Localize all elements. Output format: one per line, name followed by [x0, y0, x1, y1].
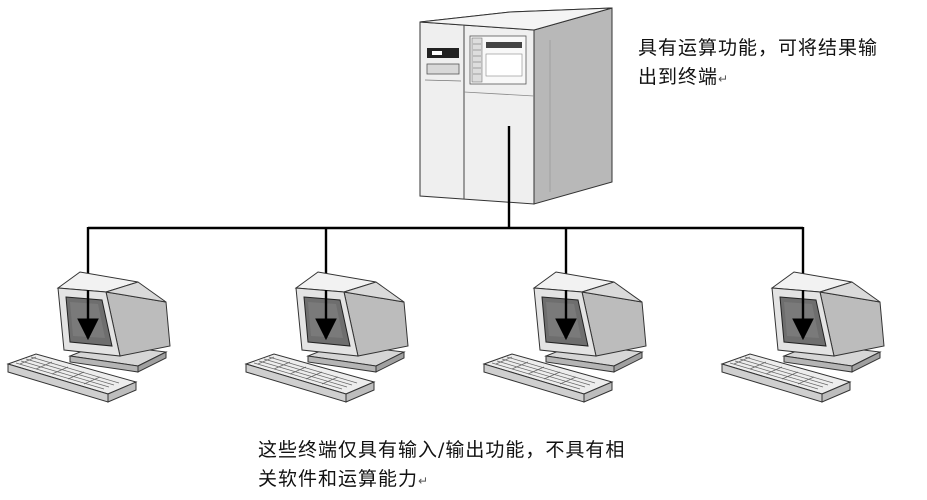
terminals-description-line-2: 关软件和运算能力	[258, 468, 419, 490]
terminals-description: 这些终端仅具有输入/输出功能，不具有相 关软件和运算能力↵	[258, 436, 698, 496]
terminals-description-line-1: 这些终端仅具有输入/输出功能，不具有相	[258, 439, 626, 461]
paragraph-mark-icon: ↵	[718, 72, 730, 86]
server-tower-icon	[419, 7, 613, 205]
paragraph-mark-icon: ↵	[418, 474, 430, 488]
server-description: 具有运算功能，可将结果输 出到终端↵	[638, 34, 923, 94]
server-description-line-2: 出到终端	[638, 66, 719, 88]
server-description-line-1: 具有运算功能，可将结果输	[638, 37, 879, 59]
